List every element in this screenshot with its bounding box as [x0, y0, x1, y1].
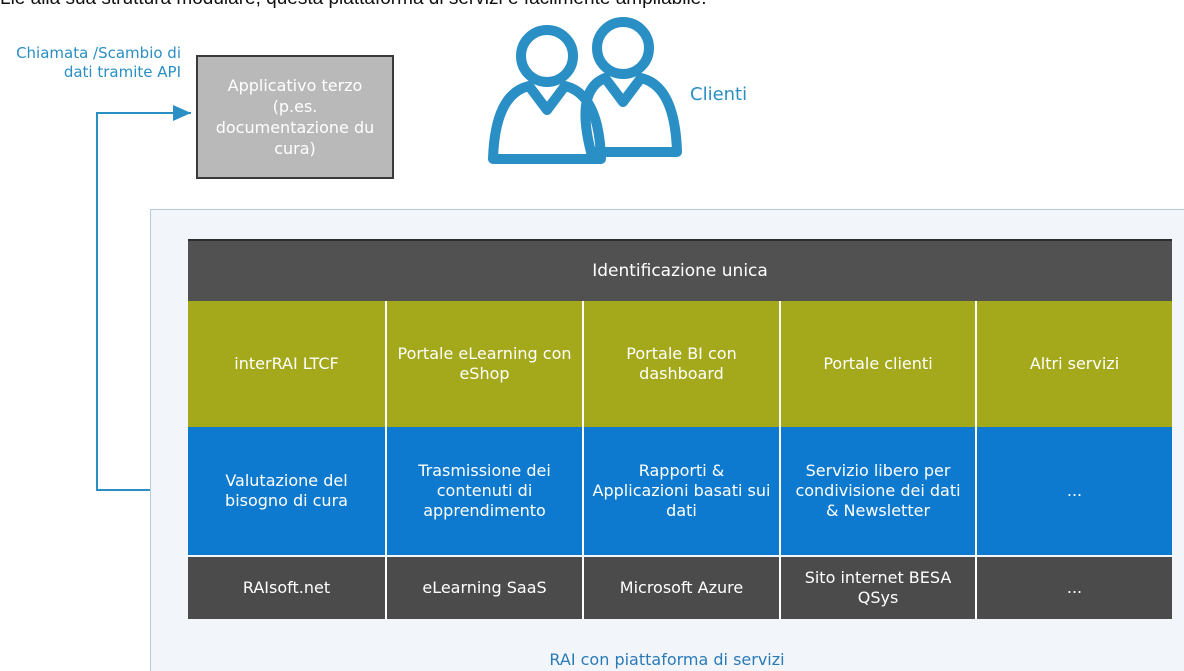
function-cell-reports: Rapporti & Applicazioni basati sui dati [582, 427, 779, 555]
function-cell-sharing: Servizio libero per condivisione dei dat… [779, 427, 975, 555]
service-cell-clients: Portale clienti [779, 301, 975, 427]
function-cell-learning: Trasmissione dei contenuti di apprendime… [385, 427, 582, 555]
third-party-app-box: Applicativo terzo (p.es. documentazione … [196, 55, 394, 179]
api-connector-line [96, 112, 188, 491]
clients-icon [488, 17, 682, 164]
function-cell-more: ... [975, 427, 1172, 555]
service-cell-interrai: interRAI LTCF [188, 301, 385, 427]
service-cell-elearning: Portale eLearning con eShop [385, 301, 582, 427]
platform-cell-azure: Microsoft Azure [582, 557, 779, 619]
intro-text: Lie alla sua struttura modulare, questa … [0, 0, 1184, 28]
function-cell-assessment: Valutazione del bisogno di cura [188, 427, 385, 555]
platform-cell-elearning-saas: eLearning SaaS [385, 557, 582, 619]
service-cell-bi: Portale BI con dashboard [582, 301, 779, 427]
functions-row: Valutazione del bisogno di cura Trasmiss… [188, 427, 1172, 555]
services-row: interRAI LTCF Portale eLearning con eSho… [188, 301, 1172, 427]
clients-label: Clienti [690, 84, 748, 105]
platform-cell-raisoft: RAIsoft.net [188, 557, 385, 619]
service-cell-other: Altri servizi [975, 301, 1172, 427]
platform-label: RAI con piattaforma di servizi [549, 650, 785, 669]
api-label: Chiamata /Scambio di dati tramite API [16, 44, 181, 81]
platforms-row: RAIsoft.net eLearning SaaS Microsoft Azu… [188, 557, 1172, 619]
platform-cell-more: ... [975, 557, 1172, 619]
unique-identification-header: Identificazione unica [188, 239, 1172, 301]
platform-cell-website: Sito internet BESA QSys [779, 557, 975, 619]
